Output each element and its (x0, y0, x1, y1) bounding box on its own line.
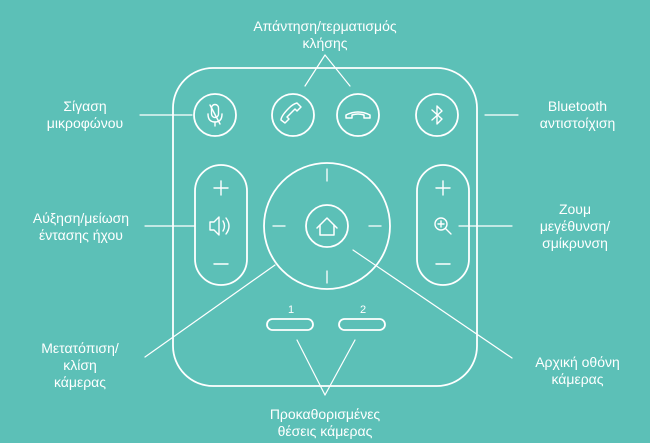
volume-up-button[interactable] (213, 180, 229, 196)
label-presets: Προκαθορισμένες θέσεις κάμερας (269, 406, 381, 439)
label-volume: Αύξηση/μείωση έντασης ήχου (32, 210, 130, 243)
remote-body (172, 67, 478, 387)
label-home: Αρχική οθόνη κάμερας (535, 354, 620, 387)
bluetooth-icon (431, 105, 443, 125)
direction-pad[interactable] (263, 162, 391, 290)
preset-2-number: 2 (360, 304, 366, 316)
zoom-in-icon (434, 217, 452, 235)
label-bluetooth-pairing: Bluetooth αντιστοίχιση (539, 98, 616, 131)
preset-1-button[interactable] (266, 318, 314, 331)
label-pan-tilt: Μετατόπιση/ κλίση κάμερας (41, 340, 119, 390)
zoom-rocker (416, 164, 470, 286)
home-icon (316, 217, 338, 236)
label-mute-mic: Σίγαση μικροφώνου (46, 98, 124, 131)
phone-end-icon (345, 111, 371, 119)
zoom-in-button[interactable] (435, 180, 451, 196)
preset-1-number: 1 (288, 304, 294, 316)
callout-lines (139, 54, 519, 396)
speaker-icon (209, 216, 230, 236)
mute-button[interactable] (193, 93, 237, 137)
answer-call-button[interactable] (271, 93, 315, 137)
direction-marks (272, 168, 382, 284)
end-call-button[interactable] (336, 93, 380, 137)
phone-answer-icon (280, 102, 302, 124)
bluetooth-button[interactable] (415, 93, 459, 137)
label-zoom: Ζουμ μεγέθυνση/ σμίκρυνση (539, 201, 611, 251)
preset-2-button[interactable] (338, 318, 386, 331)
mic-mute-icon (207, 103, 223, 127)
label-answer-end-call: Απάντηση/τερματισμός κλήσης (253, 18, 397, 51)
volume-rocker (194, 164, 248, 286)
home-button[interactable] (305, 204, 349, 248)
